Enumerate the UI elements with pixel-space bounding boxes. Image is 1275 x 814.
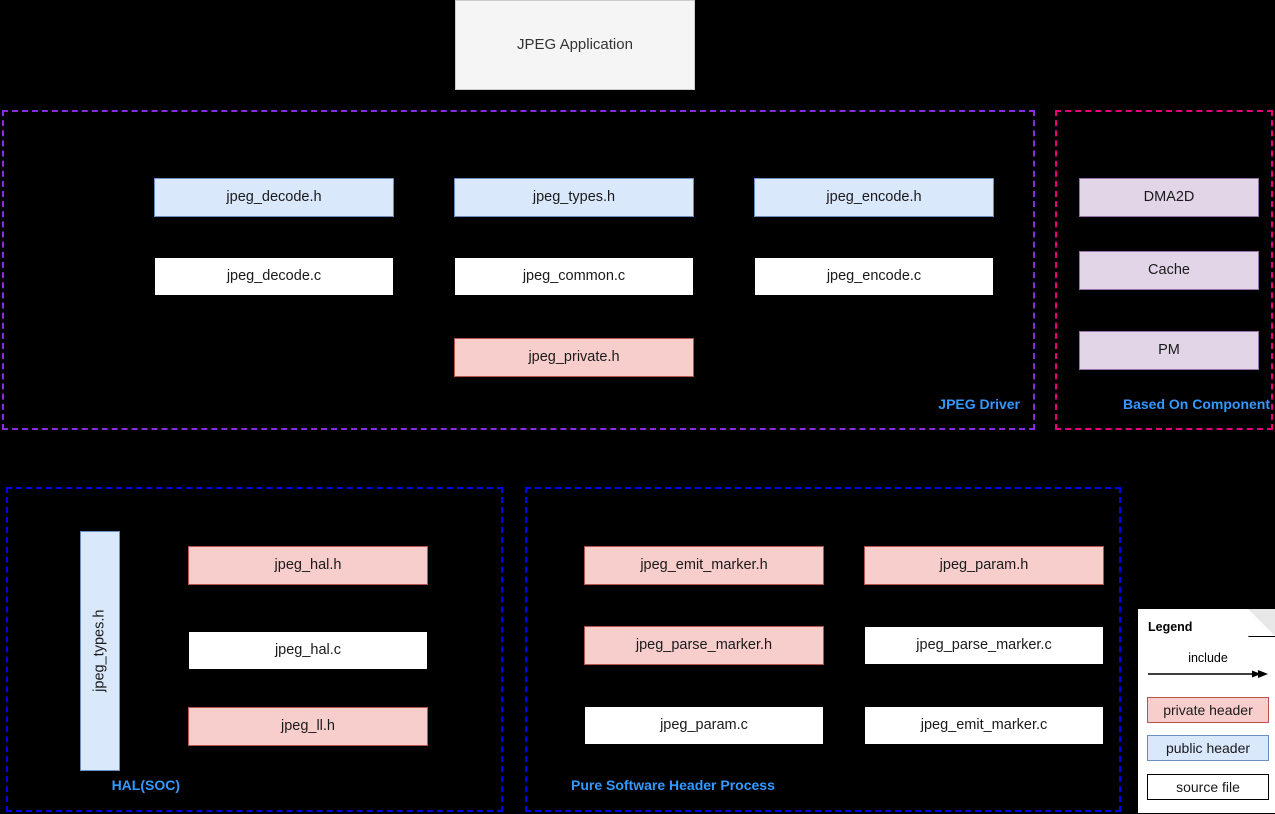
node-label: DMA2D xyxy=(1143,188,1195,205)
legend-panel: Legend include private header public hea… xyxy=(1137,608,1275,814)
legend-include-arrow: include xyxy=(1148,651,1268,683)
node-hal-jpeg-types-h[interactable]: jpeg_types.h xyxy=(80,531,120,771)
node-jpeg-decode-c[interactable]: jpeg_decode.c xyxy=(154,257,394,296)
group-based-on-component xyxy=(1055,110,1273,430)
node-label: jpeg_ll.h xyxy=(280,717,335,734)
node-label: jpeg_decode.h xyxy=(226,188,322,205)
node-label: jpeg_types.h xyxy=(91,609,108,693)
legend-sample-label: source file xyxy=(1176,779,1240,795)
node-jpeg-emit-marker-c[interactable]: jpeg_emit_marker.c xyxy=(864,706,1104,745)
node-label: jpeg_private.h xyxy=(528,348,620,365)
node-label: Cache xyxy=(1148,261,1190,278)
node-jpeg-decode-h[interactable]: jpeg_decode.h xyxy=(154,178,394,217)
node-label: jpeg_common.c xyxy=(522,267,626,284)
node-pm[interactable]: PM xyxy=(1079,331,1259,370)
legend-include-label: include xyxy=(1188,651,1228,665)
node-label: jpeg_decode.c xyxy=(226,267,322,284)
node-jpeg-encode-c[interactable]: jpeg_encode.c xyxy=(754,257,994,296)
group-pure-software-label: Pure Software Header Process xyxy=(571,777,775,793)
node-label: jpeg_encode.c xyxy=(826,267,922,284)
node-jpeg-parse-marker-c[interactable]: jpeg_parse_marker.c xyxy=(864,626,1104,665)
include-arrow-icon xyxy=(1148,670,1268,678)
legend-title: Legend xyxy=(1148,620,1193,634)
node-cache[interactable]: Cache xyxy=(1079,251,1259,290)
legend-sample-source-file: source file xyxy=(1147,774,1269,800)
node-jpeg-encode-h[interactable]: jpeg_encode.h xyxy=(754,178,994,217)
node-label: PM xyxy=(1158,341,1180,358)
legend-sample-private-header: private header xyxy=(1147,697,1269,723)
node-jpeg-ll-h[interactable]: jpeg_ll.h xyxy=(188,707,428,746)
node-jpeg-common-c[interactable]: jpeg_common.c xyxy=(454,257,694,296)
group-jpeg-driver-label: JPEG Driver xyxy=(938,396,1020,412)
node-jpeg-hal-h[interactable]: jpeg_hal.h xyxy=(188,546,428,585)
node-label: jpeg_parse_marker.h xyxy=(635,636,773,653)
node-label: jpeg_hal.c xyxy=(274,641,342,658)
node-dma2d[interactable]: DMA2D xyxy=(1079,178,1259,217)
group-hal-soc xyxy=(6,487,503,812)
legend-sample-public-header: public header xyxy=(1147,735,1269,761)
node-label: jpeg_parse_marker.c xyxy=(916,636,1052,653)
node-jpeg-param-c[interactable]: jpeg_param.c xyxy=(584,706,824,745)
legend-sample-label: public header xyxy=(1165,740,1251,756)
node-jpeg-param-h[interactable]: jpeg_param.h xyxy=(864,546,1104,585)
jpeg-application-box[interactable]: JPEG Application xyxy=(455,0,695,90)
group-jpeg-driver xyxy=(2,110,1035,430)
legend-fold-corner-icon xyxy=(1248,609,1275,637)
jpeg-application-label: JPEG Application xyxy=(517,36,633,53)
node-label: jpeg_emit_marker.h xyxy=(640,556,768,573)
group-hal-soc-label: HAL(SOC) xyxy=(111,777,180,793)
node-jpeg-parse-marker-h[interactable]: jpeg_parse_marker.h xyxy=(584,626,824,665)
group-pure-software xyxy=(525,487,1121,812)
node-label: jpeg_emit_marker.c xyxy=(920,716,1048,733)
node-jpeg-types-h[interactable]: jpeg_types.h xyxy=(454,178,694,217)
node-label: jpeg_param.h xyxy=(939,556,1029,573)
group-based-on-component-label: Based On Component xyxy=(1122,396,1270,412)
node-jpeg-hal-c[interactable]: jpeg_hal.c xyxy=(188,631,428,670)
node-label: jpeg_types.h xyxy=(532,188,616,205)
node-label: jpeg_hal.h xyxy=(274,556,342,573)
node-label: jpeg_encode.h xyxy=(826,188,922,205)
node-jpeg-emit-marker-h[interactable]: jpeg_emit_marker.h xyxy=(584,546,824,585)
legend-sample-label: private header xyxy=(1163,702,1253,718)
node-jpeg-private-h[interactable]: jpeg_private.h xyxy=(454,338,694,377)
node-label: jpeg_param.c xyxy=(660,716,748,733)
